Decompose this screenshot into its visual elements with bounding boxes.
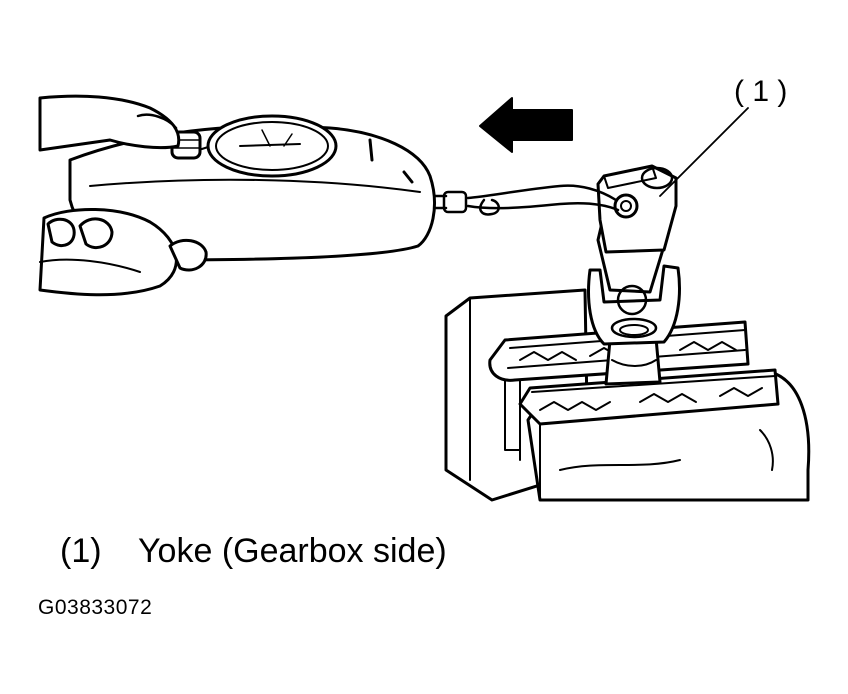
hand — [38, 94, 208, 297]
caption-text: Yoke (Gearbox side) — [138, 532, 447, 570]
figure-caption: (1) Yoke (Gearbox side) — [60, 532, 447, 571]
yoke-pull-test-illustration: ( 1 ) — [38, 75, 811, 502]
vise — [444, 288, 811, 502]
caption-number: (1) — [60, 532, 102, 570]
yoke-gearbox-side — [587, 164, 681, 386]
callout-leader-line — [659, 107, 749, 197]
figure-id: G03833072 — [38, 596, 153, 619]
pull-direction-arrow — [479, 97, 573, 153]
pull-wire — [430, 184, 620, 216]
callout-number: ( 1 ) — [734, 75, 787, 108]
